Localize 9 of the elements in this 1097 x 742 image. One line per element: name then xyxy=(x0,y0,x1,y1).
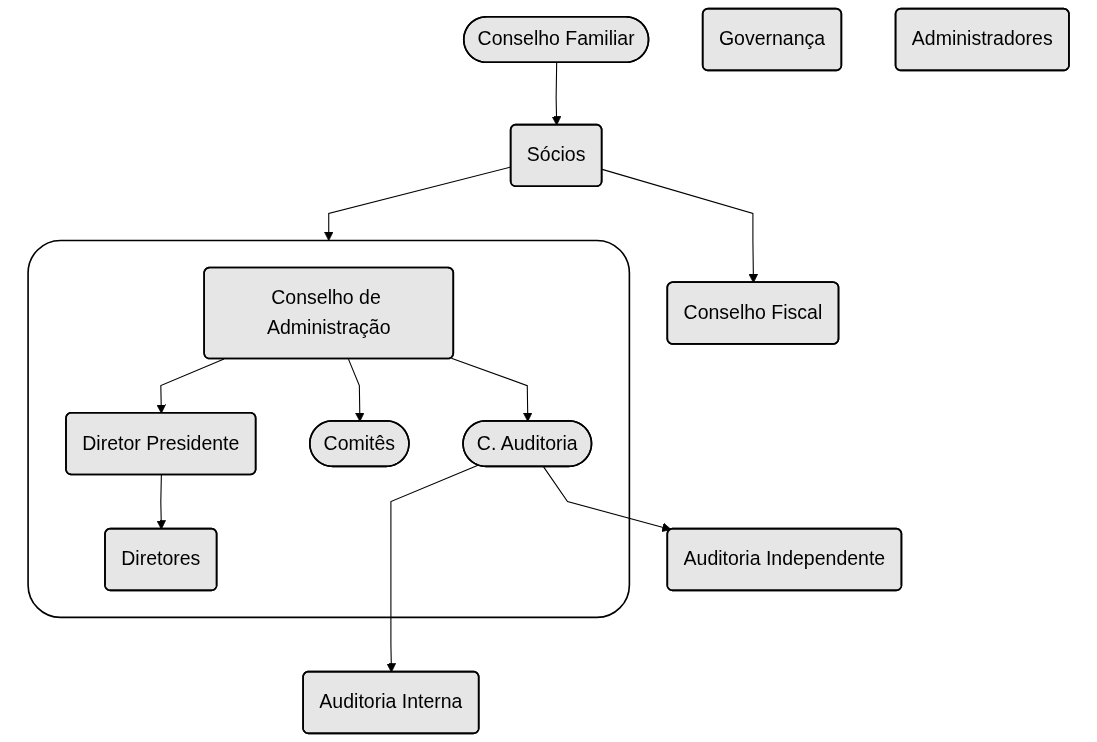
arrow xyxy=(601,168,759,284)
arrow xyxy=(543,466,672,532)
arrow xyxy=(450,357,533,422)
cluster xyxy=(27,239,631,619)
arrow xyxy=(386,464,479,673)
arrow xyxy=(156,474,166,530)
arrow xyxy=(156,358,225,414)
arrow xyxy=(551,62,562,126)
arrow xyxy=(347,358,365,422)
